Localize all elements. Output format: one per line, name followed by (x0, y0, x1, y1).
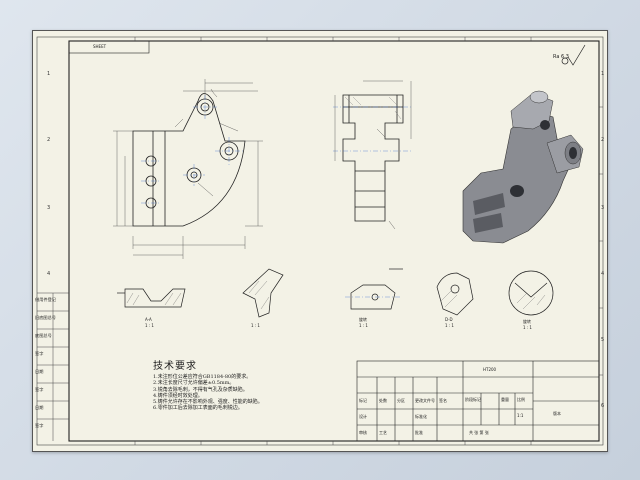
zone-right-5: 5 (601, 337, 605, 343)
title-version-label: 版本 (553, 411, 561, 416)
zone-right-2: 2 (601, 137, 605, 143)
section-e-view (508, 270, 554, 316)
section-c-label: 旋转 (359, 317, 367, 322)
left-strip-cell: 借用件登记 (35, 297, 56, 302)
left-strip-cell: 签字 (35, 387, 44, 392)
sheet-border (36, 36, 604, 446)
section-a-scale: 1 : 1 (145, 323, 154, 328)
section-b-scale: 1 : 1 (251, 323, 260, 328)
title-stage-label: 阶段标记 (465, 397, 481, 402)
title-role-standard: 标准化 (415, 414, 427, 419)
section-c-view (350, 268, 403, 310)
side-view (342, 94, 404, 222)
left-strip-cell: 日期 (35, 369, 44, 374)
section-a-view (117, 288, 186, 308)
title-role-approve: 批准 (415, 430, 423, 435)
roughness-symbol (561, 44, 586, 66)
zone-right-4: 4 (601, 271, 605, 277)
section-a-label: A-A (145, 317, 152, 322)
section-d-scale: 1 : 1 (445, 323, 454, 328)
drawing-number-top: SHEET (93, 44, 107, 49)
technical-requirements: 技术要求 1.未注形位公差应符合GB1184-80的要求。 2.未注长度尺寸允许… (153, 357, 263, 412)
title-sheet-label: 共 张 第 张 (469, 430, 489, 435)
section-d-view (436, 272, 474, 316)
title-row-count: 处数 (379, 398, 387, 403)
note-line: 5.铸件允许存在不影响外观、强度、性能的缺陷。 (153, 399, 263, 406)
roughness-label: Ra 6.3 (553, 54, 569, 60)
title-row-sign: 签名 (439, 398, 447, 403)
title-scale-value: 1:1 (517, 413, 524, 418)
left-strip-cell: 签字 (35, 423, 44, 428)
front-view (132, 93, 246, 227)
note-line: 2.未注长度尺寸允许偏差±0.5mm。 (153, 380, 235, 387)
zone-right-6: 6 (601, 403, 605, 409)
drawing-sheet: 1 2 3 4 1 2 3 4 5 6 SHEET Ra 6.3 借用件登记 旧… (32, 30, 608, 452)
title-material: HT200 (483, 367, 497, 372)
note-line: 6.零件加工后去除加工表面的毛刺锐边。 (153, 405, 243, 412)
title-weight-label: 重量 (501, 397, 509, 402)
note-line: 1.未注形位公差应符合GB1184-80的要求。 (153, 374, 252, 380)
note-line: 3.锐角去除毛刺，不得有气孔及杂质缺陷。 (153, 386, 248, 393)
left-strip-cell: 旧底图总号 (35, 315, 56, 320)
zone-left-1: 1 (47, 71, 51, 77)
left-strip-cell: 底图总号 (35, 333, 52, 338)
title-role-review: 审核 (359, 430, 367, 435)
section-e-scale: 1 : 1 (523, 325, 532, 330)
zone-right-1: 1 (601, 71, 605, 77)
note-line: 4.铸件须经时效处理。 (153, 392, 203, 399)
section-c-scale: 1 : 1 (359, 323, 368, 328)
section-e-label: 旋转 (523, 319, 531, 324)
title-role-design: 设计 (359, 414, 367, 419)
zone-right-3: 3 (601, 205, 605, 211)
notes-title: 技术要求 (153, 361, 197, 372)
title-row-zone: 分区 (397, 398, 405, 403)
side-view-dimensions (334, 80, 412, 230)
section-d-label: D-D (445, 317, 453, 322)
title-block (356, 360, 600, 442)
zone-left-4: 4 (47, 271, 51, 277)
isometric-view (462, 90, 584, 244)
title-scale-label: 比例 (517, 397, 525, 402)
title-row-mark: 标记 (359, 398, 367, 403)
section-b-view (242, 268, 284, 318)
title-role-process: 工艺 (379, 430, 387, 435)
left-strip-cell: 签字 (35, 351, 44, 356)
front-view-dimensions (113, 79, 263, 259)
left-strip-cell: 日期 (35, 405, 44, 410)
zone-left-2: 2 (47, 137, 51, 143)
frame-border (68, 40, 600, 442)
drawing-canvas (36, 36, 604, 446)
title-row-file: 更改文件号 (415, 398, 435, 403)
zone-left-3: 3 (47, 205, 51, 211)
